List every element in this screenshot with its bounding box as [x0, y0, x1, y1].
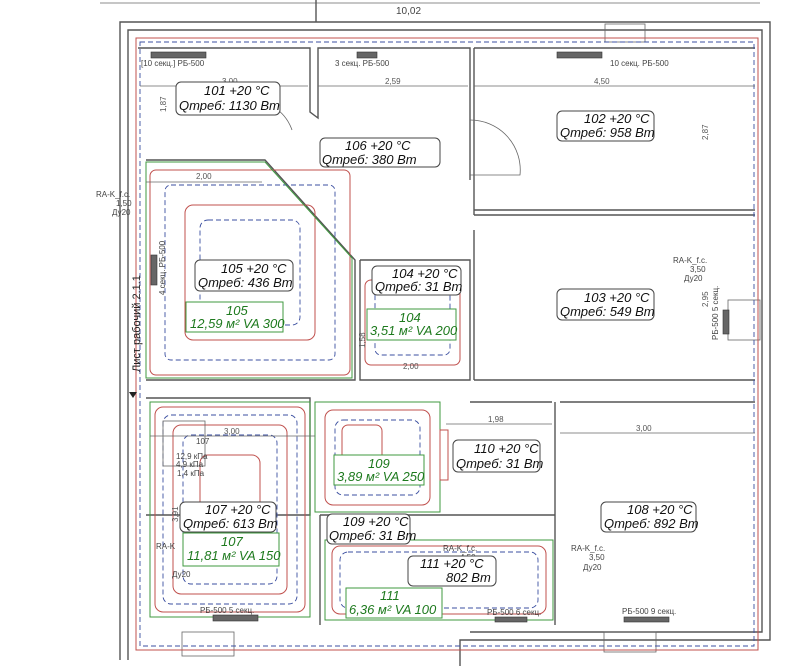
radiator	[623, 616, 670, 623]
label-manifold-room: 107	[196, 437, 210, 446]
label-rooms-4-temp: 105 +20 °C	[221, 261, 287, 276]
label-radiators-2: 10 секц. РБ-500	[610, 59, 669, 68]
label-dimensions-12: 3,91	[171, 506, 180, 522]
radiator	[722, 309, 730, 335]
label-radiators-1: 3 секц. РБ-500	[335, 59, 390, 68]
label-dimensions-10: 3,00	[636, 424, 652, 433]
label-rooms-3-q: Qтреб: 31 Вт	[375, 279, 463, 294]
label-manifold-p2: 4,9 кПа	[176, 460, 204, 469]
label-valves-1-value: 3,50	[690, 265, 706, 274]
label-rooms-6-q: Qтреб: 613 Вт	[183, 516, 278, 531]
label-dimensions-7: 2,00	[403, 362, 419, 371]
section-arrow-icon	[129, 392, 137, 398]
label-manifold-p3: 1,4 кПа	[177, 469, 205, 478]
label-dimensions-1: 2,59	[385, 77, 401, 86]
label-floor_loops-1-spec: 3,51 м² VA 200	[370, 323, 458, 338]
label-dimensions-6: 1,58	[358, 332, 367, 348]
label-rooms-0-q: Qтреб: 1130 Вт	[179, 98, 280, 113]
label-rooms-7-temp: 108 +20 °C	[627, 502, 693, 517]
label-rooms-10-temp: 111 +20 °C	[420, 556, 484, 571]
label-dimensions-3: 1,87	[159, 96, 168, 112]
label-rooms-5-q: Qтреб: 380 Вт	[322, 152, 417, 167]
label-valves-1-name: RA-K_f.c.	[673, 256, 707, 265]
label-valves-2-value: 3,50	[589, 553, 605, 562]
label-rooms-1-q: Qтреб: 958 Вт	[560, 125, 655, 140]
label-rooms-10-q: 802 Вт	[446, 570, 491, 585]
pipework	[135, 37, 759, 651]
label-valves-3-name: RA-K	[156, 542, 176, 551]
radiator	[212, 614, 259, 622]
label-rooms-5-temp: 106 +20 °C	[345, 138, 411, 153]
valve-labels: RA-K_f.c. 1,50 Ду20 RA-K_f.c. 3,50 Ду20 …	[96, 190, 707, 579]
top-dimension: 10,02	[396, 6, 421, 17]
sheet-label: Лист рабочий 2.1.1	[131, 275, 143, 372]
label-valves-2-name: RA-K_f.c.	[571, 544, 605, 553]
radiator	[150, 51, 207, 59]
room-labels: 101 +20 °C Qтреб: 1130 Вт 102 +20 °C Qтр…	[175, 81, 699, 587]
interior-walls	[138, 47, 755, 625]
radiator	[556, 51, 603, 59]
label-floor_loops-4-spec: 6,36 м² VA 100	[349, 602, 437, 617]
label-radiators-5: РБ-500 5 секц.	[200, 606, 254, 615]
label-rooms-8-temp: 109 +20 °C	[343, 514, 409, 529]
label-floor_loops-4-id: 111	[380, 588, 400, 603]
label-valves-1-dn: Ду20	[684, 274, 703, 283]
label-rooms-3-temp: 104 +20 °C	[392, 266, 458, 281]
label-floor_loops-3-spec: 11,81 м² VA 150	[187, 548, 281, 563]
label-dimensions-5: 2,00	[196, 172, 212, 181]
label-dimensions-11: 3,00	[224, 427, 240, 436]
label-valves-2-dn: Ду20	[583, 563, 602, 572]
label-floor_loops-3-id: 107	[221, 534, 243, 549]
label-valves-0-name: RA-K_f.c.	[96, 190, 130, 199]
label-dimensions-8: 2,95	[701, 291, 710, 307]
label-radiators-0: [10 секц.] РБ-500	[141, 59, 205, 68]
label-rooms-8-q: Qтреб: 31 Вт	[329, 528, 417, 543]
label-floor_loops-1-id: 104	[399, 310, 421, 325]
floor-loop-label-111: 111 6,36 м² VA 100	[345, 587, 443, 619]
radiators: [10 секц.] РБ-500 3 секц. РБ-500 10 секц…	[141, 51, 730, 623]
label-rooms-9-q: Qтреб: 31 Вт	[456, 456, 544, 471]
radiator	[494, 616, 528, 623]
label-dimensions-4: 2,87	[701, 124, 710, 140]
label-radiators-6: РБ-500 6 секц.	[487, 608, 541, 617]
label-radiators-3: 4 секц. РБ-500	[158, 240, 167, 295]
manifold-107: 107 12,9 кПа 4,9 кПа 1,4 кПа	[162, 420, 210, 478]
label-radiators-7: РБ-500 9 секц.	[622, 607, 676, 616]
label-rooms-4-q: Qтреб: 436 Вт	[198, 275, 293, 290]
label-rooms-7-q: Qтреб: 892 Вт	[604, 516, 699, 531]
label-rooms-2-q: Qтреб: 549 Вт	[560, 304, 655, 319]
label-rooms-2-temp: 103 +20 °C	[584, 290, 650, 305]
radiator	[150, 254, 158, 286]
label-valves-0-value: 1,50	[116, 199, 132, 208]
label-manifold-p1: 12,9 кПа	[176, 452, 208, 461]
label-valves-4-name: RA-K_f.c.	[443, 544, 477, 553]
label-floor_loops-0-spec: 12,59 м² VA 300	[190, 316, 285, 331]
label-floor_loops-0-id: 105	[226, 303, 248, 318]
label-valves-0-dn: Ду20	[112, 208, 131, 217]
radiator	[356, 51, 378, 59]
floor-loop-labels: 105 12,59 м² VA 300 104 3,51 м² VA 200 1…	[182, 301, 458, 567]
label-radiators-4: РБ-500 5 секц.	[711, 286, 720, 340]
label-rooms-9-temp: 110 +20 °C	[474, 441, 539, 456]
label-rooms-0-temp: 101 +20 °C	[204, 83, 270, 98]
label-dimensions-9: 1,98	[488, 415, 504, 424]
label-floor_loops-2-id: 109	[368, 456, 390, 471]
label-floor_loops-2-spec: 3,89 м² VA 250	[337, 469, 425, 484]
label-dimensions-2: 4,50	[594, 77, 610, 86]
label-valves-3-dn: Ду20	[172, 570, 191, 579]
label-rooms-1-temp: 102 +20 °C	[584, 111, 650, 126]
label-rooms-6-temp: 107 +20 °C	[205, 502, 271, 517]
